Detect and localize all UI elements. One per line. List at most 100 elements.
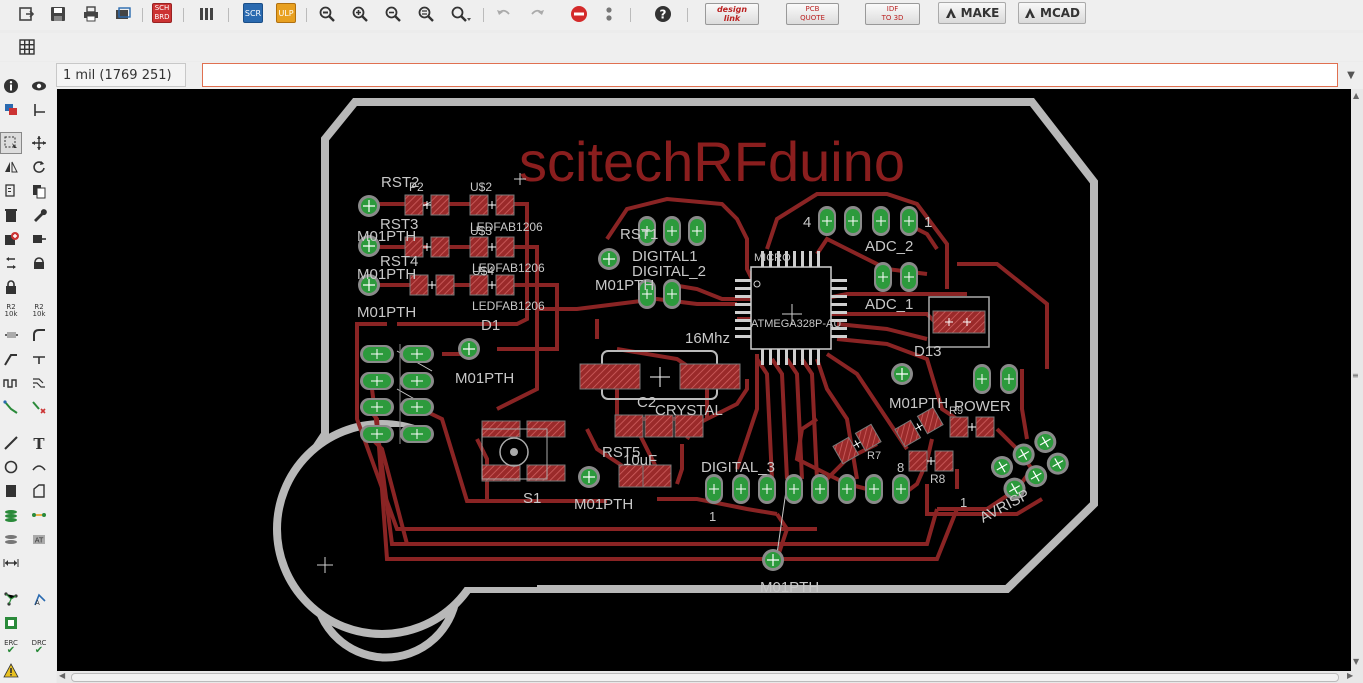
copy-icon[interactable]	[0, 180, 22, 202]
dimension-icon[interactable]	[0, 552, 22, 574]
ripup-icon[interactable]	[28, 396, 50, 418]
paste-icon[interactable]	[28, 180, 50, 202]
rotate-icon[interactable]	[28, 156, 50, 178]
scroll-down-icon[interactable]: ▼	[1353, 657, 1360, 666]
replace-icon[interactable]	[28, 228, 50, 250]
cam-processor-icon[interactable]	[111, 3, 133, 25]
move-icon[interactable]	[28, 132, 50, 154]
horizontal-scrollbar[interactable]: ◀ ▶	[57, 671, 1363, 683]
change-icon[interactable]	[28, 204, 50, 226]
help-icon[interactable]: ?	[652, 3, 674, 25]
zoom-in-icon[interactable]	[349, 3, 371, 25]
idf-to-3d-button[interactable]: IDF TO 3D	[865, 3, 920, 25]
meander-icon[interactable]	[0, 372, 22, 394]
label-10uf: 10uF	[623, 452, 657, 469]
follow-me-icon[interactable]: A	[28, 588, 50, 610]
vertical-scrollbar[interactable]: ▲ ≡ ▼	[1351, 89, 1363, 671]
info-icon[interactable]	[0, 75, 22, 97]
scroll-right-icon[interactable]: ▶	[1347, 671, 1354, 680]
display-layers-icon[interactable]	[0, 99, 22, 121]
undo-icon[interactable]	[493, 3, 515, 25]
led-d13	[928, 296, 990, 348]
delete-icon[interactable]	[0, 204, 22, 226]
smd-led-us4	[469, 274, 515, 296]
errors-warning-icon[interactable]	[0, 660, 22, 682]
command-line[interactable]	[202, 63, 1338, 87]
erc-button[interactable]: ERC✔	[4, 639, 18, 656]
lock-icon[interactable]	[0, 276, 22, 298]
open-icon[interactable]	[16, 3, 38, 25]
attribute-icon[interactable]: AT	[28, 528, 50, 550]
scroll-thumb-horizontal[interactable]	[71, 673, 1339, 682]
add-icon[interactable]	[0, 228, 22, 250]
optimize-icon[interactable]	[28, 348, 50, 370]
route-icon[interactable]	[0, 396, 22, 418]
label-r8: R8	[930, 472, 946, 486]
header-pad	[399, 344, 435, 364]
label-us4: U$4	[472, 264, 494, 278]
stop-icon[interactable]	[568, 3, 590, 25]
select-group-icon[interactable]	[0, 132, 22, 154]
label-d1: D1	[481, 317, 500, 334]
r2-label: R2	[6, 303, 16, 311]
mcad-button[interactable]: MCAD	[1018, 2, 1086, 24]
label-m01pth-d: M01PTH	[455, 370, 514, 387]
wire-icon[interactable]	[0, 432, 22, 454]
mirror-icon[interactable]	[0, 156, 22, 178]
rect-icon[interactable]	[0, 480, 22, 502]
sch-brd-switch-button[interactable]: SCH BRD	[152, 3, 172, 23]
redo-icon[interactable]	[526, 3, 548, 25]
swap-icon[interactable]	[0, 252, 22, 274]
polygon-icon[interactable]	[28, 480, 50, 502]
scroll-left-icon[interactable]: ◀	[59, 671, 66, 680]
show-icon[interactable]	[28, 75, 50, 97]
zoom-select-icon[interactable]	[450, 3, 472, 25]
make-button[interactable]: MAKE	[938, 2, 1006, 24]
ulp-button[interactable]: ULP	[276, 3, 296, 23]
pad-m01pth-s1	[577, 465, 601, 489]
label-adc1: ADC_1	[865, 296, 913, 313]
split-icon[interactable]	[0, 348, 22, 370]
lock-group-icon[interactable]	[28, 252, 50, 274]
command-history-dropdown[interactable]: ▼	[1347, 69, 1355, 81]
auto-icon[interactable]	[0, 528, 22, 550]
adc1-pad	[899, 261, 919, 293]
ratsnest-icon[interactable]	[0, 504, 22, 526]
board-canvas[interactable]: scitechRFduino	[57, 89, 1351, 671]
scroll-thumb[interactable]: ≡	[1352, 371, 1359, 380]
text-icon[interactable]: T	[28, 432, 50, 454]
route-multiple-icon[interactable]	[28, 372, 50, 394]
go-icon[interactable]	[598, 3, 620, 25]
smd-led-us2	[469, 194, 515, 216]
microvia-icon[interactable]	[0, 612, 22, 634]
zoom-fit-icon[interactable]	[316, 3, 338, 25]
adc2-pad	[871, 205, 891, 237]
smash-icon[interactable]	[0, 324, 22, 346]
scroll-up-icon[interactable]: ▲	[1353, 91, 1360, 100]
autorouter-icon[interactable]	[0, 588, 22, 610]
print-icon[interactable]	[80, 3, 102, 25]
command-input[interactable]	[203, 64, 1337, 86]
label-digital1: DIGITAL1	[632, 248, 698, 265]
save-icon[interactable]	[47, 3, 69, 25]
mark-icon[interactable]	[28, 99, 50, 121]
design-link-button[interactable]: design link	[705, 3, 759, 25]
label-power: POWER	[954, 398, 1011, 415]
drc-button[interactable]: DRC✔	[31, 639, 47, 656]
pcb-layout[interactable]: scitechRFduino	[57, 89, 1351, 671]
zoom-redraw-icon[interactable]	[415, 3, 437, 25]
miter-icon[interactable]	[28, 324, 50, 346]
library-icon[interactable]	[196, 3, 218, 25]
mcad-label: MCAD	[1040, 6, 1080, 20]
zoom-out-icon[interactable]	[382, 3, 404, 25]
signal-icon[interactable]	[28, 504, 50, 526]
grid-icon[interactable]	[16, 36, 38, 58]
pcb-quote-button[interactable]: PCB QUOTE	[786, 3, 839, 25]
arc-icon[interactable]	[28, 456, 50, 478]
script-button[interactable]: SCR	[243, 3, 263, 23]
circle-icon[interactable]	[0, 456, 22, 478]
drc-label: DRC	[31, 639, 47, 647]
